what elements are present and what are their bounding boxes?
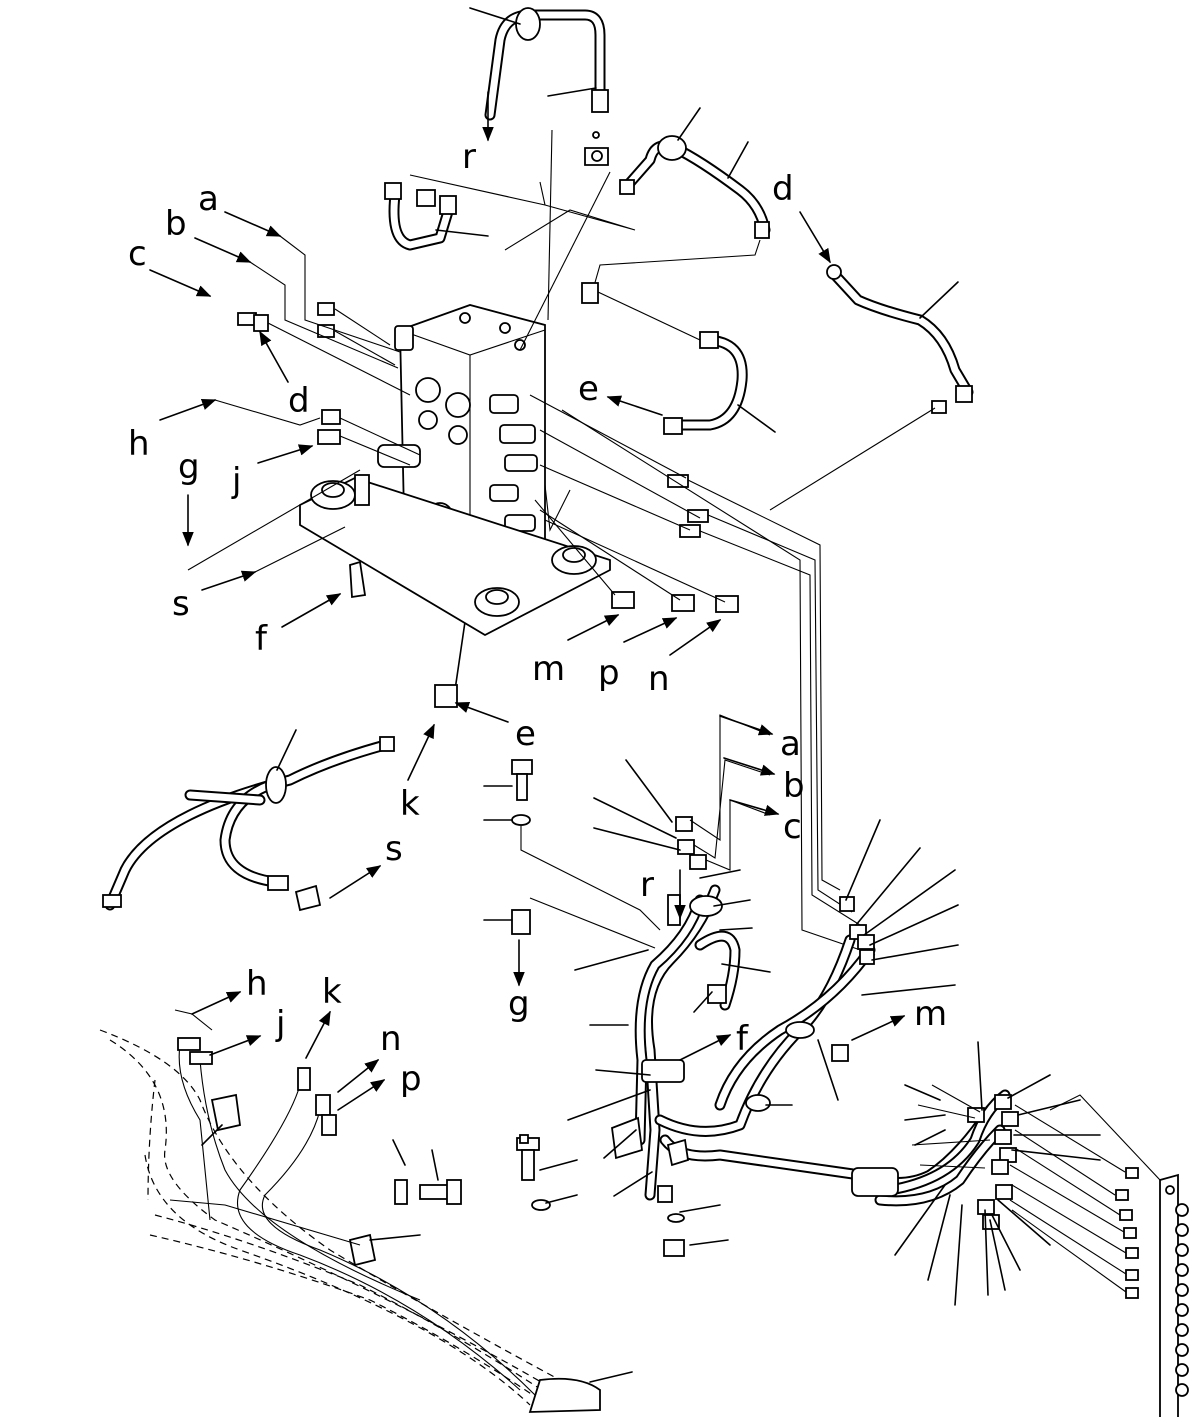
label-b-lower: b: [783, 766, 805, 806]
label-r-top: r: [462, 137, 476, 177]
valve-fittings: [237, 302, 739, 708]
label-n-top: n: [648, 659, 670, 699]
label-b-top: b: [165, 204, 187, 244]
label-j-top: j: [231, 461, 241, 501]
label-f-lower: f: [736, 1019, 749, 1059]
pipe-upper-right: [581, 107, 771, 304]
hose-e-middle: [597, 291, 776, 435]
label-p-lower: p: [400, 1059, 422, 1099]
pipe-far-right: [769, 264, 974, 511]
label-m-lower: m: [914, 994, 947, 1034]
center-bolts: [483, 759, 661, 1211]
part-labels: a b c d d e h g j s f r m p n e k s a b …: [128, 137, 947, 1099]
hose-harness-right: [611, 884, 1011, 1257]
harness-upper-connectors: [675, 714, 875, 965]
label-m-top: m: [532, 649, 565, 689]
hose-upper-left: [384, 174, 636, 251]
label-e-middle: e: [578, 369, 599, 409]
label-g-lower: g: [508, 984, 530, 1024]
label-k-lower: k: [322, 972, 342, 1012]
callout-arrows: [149, 211, 906, 1111]
hose-left-center: [102, 729, 395, 912]
label-n-lower: n: [380, 1019, 402, 1059]
right-manifold: [1009, 1094, 1189, 1417]
label-r-lower: r: [640, 865, 654, 905]
label-d-right: d: [772, 169, 794, 209]
leader-lines: [567, 759, 1101, 1306]
label-c-lower: c: [783, 807, 802, 847]
valve-connection-lines: [267, 129, 876, 956]
label-f-top: f: [255, 619, 268, 659]
label-s-top: s: [172, 584, 190, 624]
valve-base-plate: [299, 474, 611, 637]
label-h-top: h: [128, 424, 150, 464]
hose-harness-bottom-left: [99, 1029, 633, 1413]
label-a-top: a: [198, 179, 219, 219]
label-h-lower: h: [246, 964, 268, 1004]
label-d-left: d: [288, 381, 310, 421]
label-s-lower: s: [385, 829, 403, 869]
label-c-top: c: [128, 234, 147, 274]
pipe-r-top: [469, 7, 609, 166]
label-p-top: p: [598, 653, 620, 693]
label-e-lower: e: [515, 714, 536, 754]
label-a-lower: a: [780, 724, 801, 764]
label-g-top: g: [178, 447, 200, 487]
right-fitting-cluster: [911, 1084, 1019, 1230]
label-j-lower: j: [275, 1004, 285, 1044]
label-k-top: k: [400, 784, 420, 824]
